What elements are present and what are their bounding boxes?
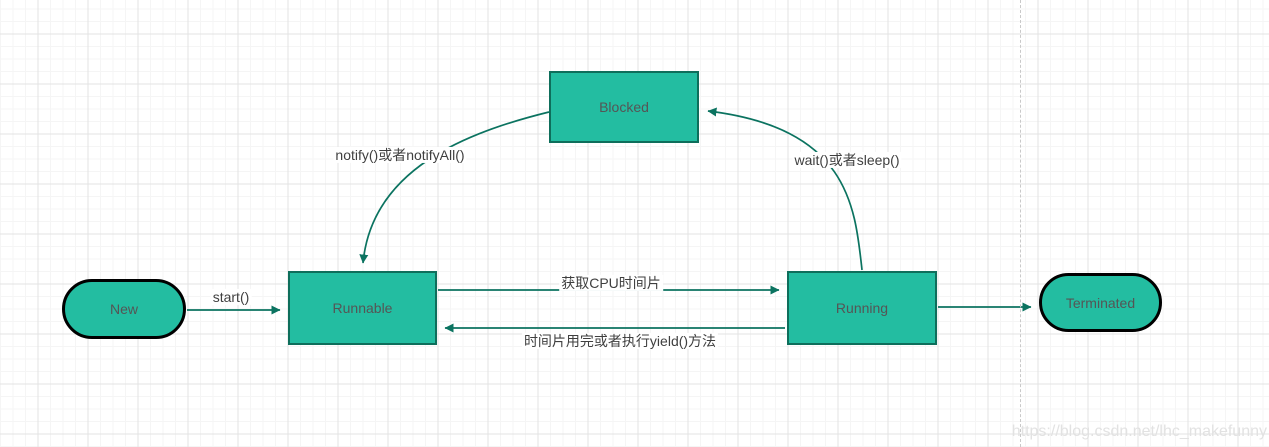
watermark: https://blog.csdn.net/lhc_makefunny: [1011, 423, 1267, 440]
node-label: Blocked: [599, 99, 649, 115]
edge-label-acquire-cpu: 获取CPU时间片: [559, 274, 663, 292]
node-label: New: [109, 301, 138, 317]
page-break-line: [1020, 0, 1021, 447]
edge-wait: [707, 107, 863, 271]
edge-notify: [359, 111, 550, 264]
node-blocked: Blocked: [549, 71, 699, 143]
edge-label-notify: notify()或者notifyAll(): [333, 146, 467, 164]
node-new: New: [62, 279, 186, 339]
node-label: Runnable: [332, 300, 393, 316]
edge-label-yield: 时间片用完或者执行yield()方法: [521, 332, 719, 350]
node-label: Running: [835, 300, 889, 316]
edge-label-start: start(): [210, 288, 252, 306]
node-terminated: Terminated: [1039, 273, 1162, 332]
node-running: Running: [787, 271, 937, 345]
node-runnable: Runnable: [288, 271, 437, 345]
edge-label-wait: wait()或者sleep(): [792, 151, 902, 169]
node-label: Terminated: [1065, 294, 1136, 311]
